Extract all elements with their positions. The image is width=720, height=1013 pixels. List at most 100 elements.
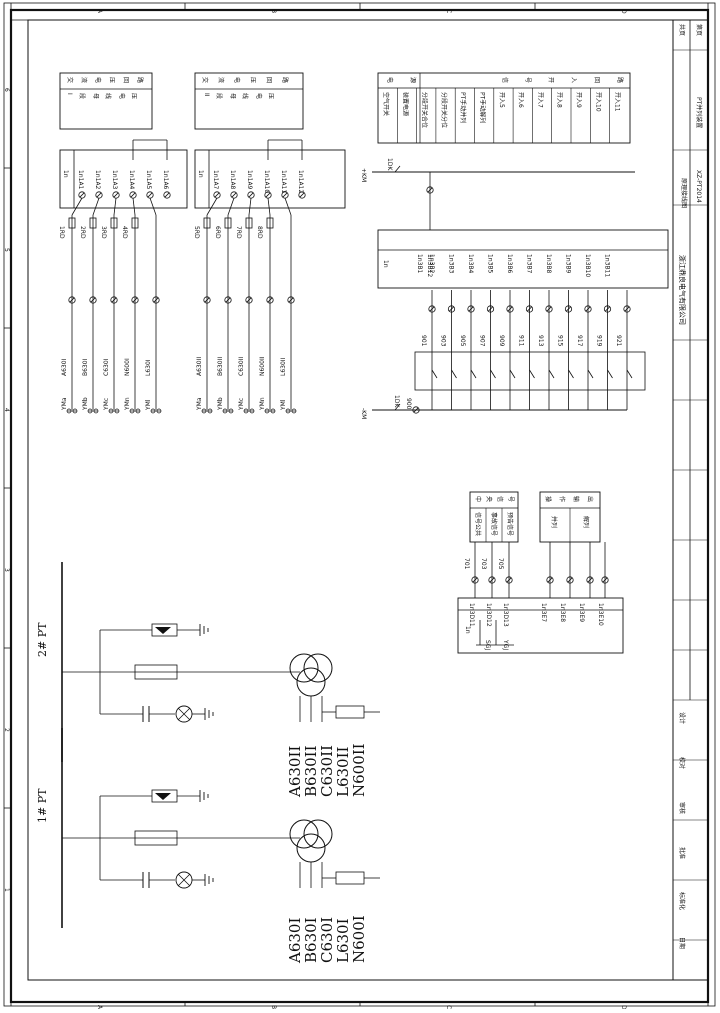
wire bbox=[267, 197, 271, 216]
header-char: 央 bbox=[485, 496, 493, 502]
header-table bbox=[59, 72, 153, 130]
zone-letter-bottom: B bbox=[270, 1005, 277, 1009]
module-terminal: 1n3B7 bbox=[526, 254, 533, 274]
terminal-slash bbox=[69, 297, 75, 303]
terminal-circle bbox=[68, 296, 76, 304]
terminal-circle bbox=[287, 296, 295, 304]
terminal-circle bbox=[266, 296, 274, 304]
terminal-slash bbox=[90, 297, 96, 303]
zone-letter-bottom: C bbox=[445, 1005, 452, 1009]
terminal-slash bbox=[567, 577, 573, 583]
bus-label: YMc bbox=[103, 398, 110, 411]
terminal-slash bbox=[527, 306, 532, 312]
module-terminal: 1n3E10 bbox=[597, 603, 604, 626]
wire-label: L630II bbox=[280, 357, 287, 376]
module-terminal: 1n3B5 bbox=[487, 254, 494, 274]
terminal-slash bbox=[147, 192, 153, 198]
column-label: 并列 bbox=[550, 516, 558, 528]
module-terminal: 1n3B9 bbox=[565, 254, 572, 274]
module-label: 1n bbox=[382, 260, 389, 268]
zone-number-left: 3 bbox=[3, 568, 10, 572]
terminal-slash bbox=[288, 297, 294, 303]
fuse-label: 5RD bbox=[193, 226, 200, 239]
module-label: 1n bbox=[197, 170, 204, 178]
wire-number: 703 bbox=[480, 558, 487, 570]
terminal-slash bbox=[427, 187, 433, 193]
wire-number: 905 bbox=[459, 335, 466, 347]
header-char: 压 bbox=[108, 77, 115, 83]
pt-winding-label: C630I bbox=[318, 917, 336, 963]
wire-number: 911 bbox=[518, 335, 525, 347]
header-char: 输 bbox=[572, 496, 580, 502]
contact-box bbox=[414, 351, 646, 391]
fuse bbox=[89, 217, 97, 229]
column-label: 装置电源 bbox=[401, 92, 409, 116]
subheader-char: II bbox=[203, 93, 210, 97]
module-terminal: 1n3B1 bbox=[416, 254, 423, 274]
module-box bbox=[377, 229, 669, 289]
terminal-circle bbox=[471, 576, 479, 584]
zone-letter-top: C bbox=[445, 9, 452, 13]
bus-label: YMb bbox=[82, 397, 89, 411]
header-char: 作 bbox=[558, 496, 566, 502]
fuse bbox=[203, 217, 211, 229]
terminal-slash bbox=[282, 192, 288, 198]
column-label: 解列 bbox=[582, 516, 590, 528]
subheader-char: 线 bbox=[241, 93, 249, 99]
terminal-slash bbox=[429, 306, 435, 312]
module-terminal: 1n3B12 bbox=[426, 254, 433, 277]
wire bbox=[71, 197, 83, 216]
contact bbox=[529, 369, 535, 379]
switch-blade bbox=[394, 165, 401, 173]
terminal-slash bbox=[624, 306, 630, 312]
terminal-slash bbox=[113, 192, 119, 198]
terminal-slash bbox=[605, 306, 610, 312]
wire-number: 705 bbox=[497, 558, 504, 570]
contact bbox=[607, 369, 613, 379]
zone-letter-bottom: A bbox=[96, 1005, 103, 1009]
sheet-index: 第页 bbox=[695, 24, 703, 36]
terminal-slash bbox=[413, 407, 419, 413]
subheader-char: 压 bbox=[267, 93, 274, 99]
terminal-slash bbox=[546, 306, 552, 312]
wire-number: 701 bbox=[463, 558, 470, 570]
header-char: 流 bbox=[217, 77, 225, 83]
contact bbox=[568, 369, 574, 379]
fuse bbox=[131, 217, 139, 229]
pt-winding bbox=[303, 819, 333, 849]
module-terminal: 1n1A4 bbox=[128, 170, 135, 190]
switch-label: 1DK bbox=[386, 158, 393, 171]
bus-label: YMn bbox=[124, 397, 131, 411]
wire bbox=[113, 197, 117, 216]
column-label: PT手动并列 bbox=[459, 92, 467, 123]
terminal-slash bbox=[468, 306, 474, 312]
module-terminal: 1n3E7 bbox=[540, 603, 547, 622]
zone-letter-top: B bbox=[270, 9, 277, 13]
fuse bbox=[68, 217, 76, 229]
column-label: 开入8 bbox=[556, 92, 563, 108]
pt-winding-label: B630II bbox=[302, 745, 320, 797]
column-label: 分段开关分位 bbox=[440, 92, 448, 128]
wire bbox=[149, 197, 157, 216]
wire-number: 903 bbox=[440, 335, 447, 347]
module-terminal: 1n3B4 bbox=[467, 254, 474, 274]
module-terminal: 1n1A6 bbox=[162, 170, 169, 190]
module-box bbox=[59, 149, 188, 209]
subheader-char: 电 bbox=[255, 93, 263, 99]
terminal-circle bbox=[131, 296, 139, 304]
fuse-label: 8RD bbox=[256, 226, 263, 239]
fuse-label: 4RD bbox=[121, 226, 128, 239]
contact bbox=[431, 369, 438, 379]
contact bbox=[587, 369, 594, 379]
column-label: 开入6 bbox=[517, 92, 524, 108]
bus-label: YMl bbox=[145, 399, 152, 411]
module-terminal: 1n3D13 bbox=[502, 603, 509, 627]
terminal-circle bbox=[426, 186, 434, 194]
module-terminal: 1n1A5 bbox=[145, 170, 152, 190]
module-terminal: 1n1A10 bbox=[263, 170, 270, 193]
module-terminal: 1n3E9 bbox=[578, 603, 585, 622]
